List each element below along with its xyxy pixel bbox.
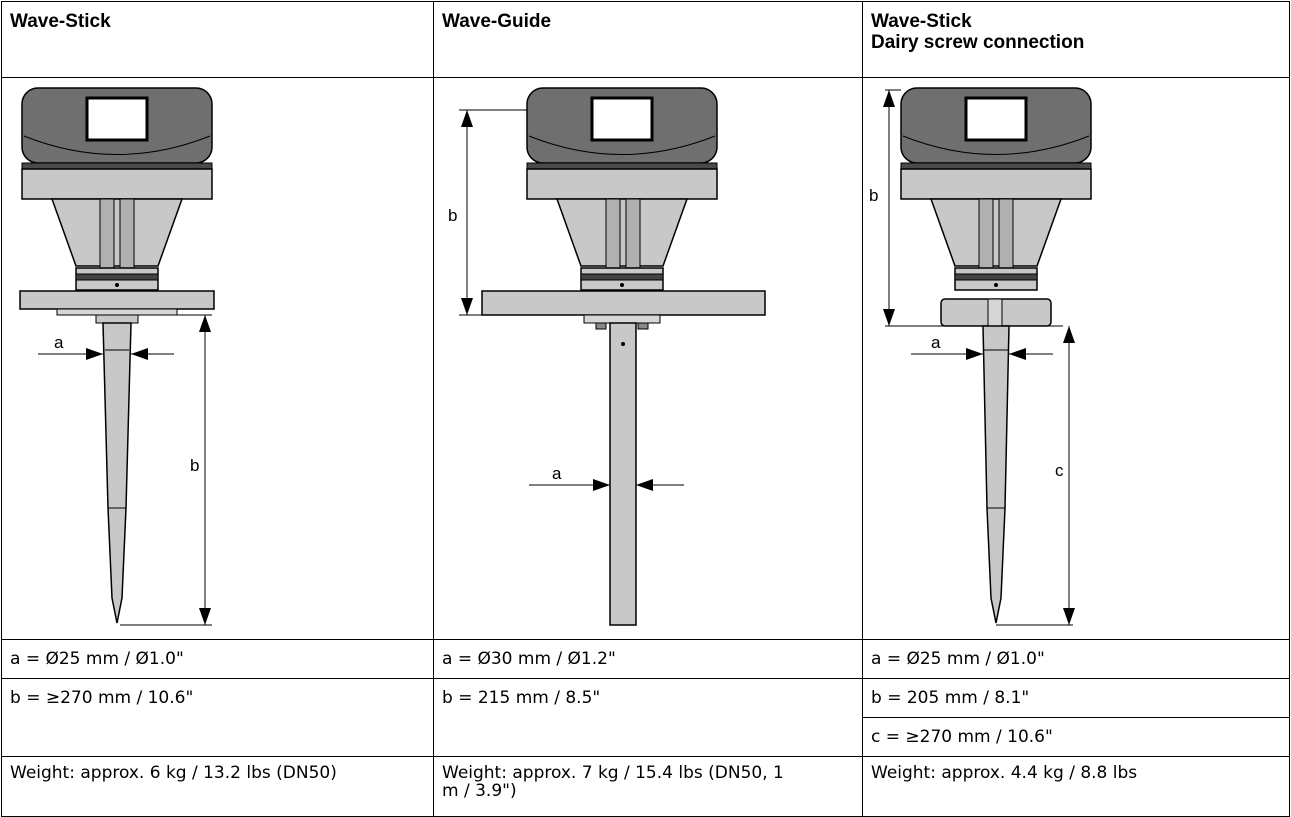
wave-stick-dairy-drawing: a b c xyxy=(869,87,1092,626)
housing-band xyxy=(526,162,718,170)
cell-a-wave-stick-dairy: a = Ø25 mm / Ø1.0" xyxy=(862,639,1290,679)
housing-band xyxy=(21,162,213,170)
dim-b-label: b xyxy=(448,206,457,225)
header-title: Wave-Stick xyxy=(871,11,972,32)
drawing-wave-guide: a b xyxy=(433,77,863,640)
neck-left xyxy=(978,198,994,270)
nut-band xyxy=(580,273,664,281)
dim-b-arrow-top xyxy=(199,315,211,332)
dim-b-label: b xyxy=(869,186,878,205)
cell-b-wave-stick: b = ≥270 mm / 10.6" xyxy=(1,678,434,757)
housing-curve xyxy=(528,135,716,155)
flange xyxy=(481,290,766,316)
bolt-left xyxy=(595,322,607,330)
drawing-row: a b xyxy=(1,77,1290,640)
dim-a-arrow-right xyxy=(131,348,148,360)
guide-tube xyxy=(609,322,637,626)
row-a: a = Ø25 mm / Ø1.0" a = Ø30 mm / Ø1.2" a … xyxy=(1,639,1290,679)
header-row: Wave-Stick Wave-Guide Wave-Stick Dairy s… xyxy=(1,1,1290,78)
dim-c-arrow-bottom xyxy=(1063,608,1075,625)
neck-right xyxy=(119,198,135,270)
dim-a-arrow-left xyxy=(966,348,983,360)
housing-bottom xyxy=(900,168,1092,200)
housing-curve xyxy=(23,135,211,155)
header-wave-guide: Wave-Guide xyxy=(433,1,863,78)
stick-collar xyxy=(95,314,139,324)
display-window xyxy=(590,96,654,142)
dim-a-arrow-left xyxy=(86,348,103,360)
flange xyxy=(19,290,215,310)
dim-b-arrow-bottom xyxy=(883,309,895,326)
dim-b-arrow-top xyxy=(883,90,895,107)
nut-band xyxy=(954,273,1038,281)
flange-lip xyxy=(583,314,661,324)
wave-guide-drawing: a b xyxy=(448,87,766,626)
row-weight: Weight: approx. 6 kg / 13.2 lbs (DN50) W… xyxy=(1,756,1290,817)
neck-left xyxy=(605,198,621,270)
bolt-right xyxy=(637,322,649,330)
nut-dot xyxy=(115,283,119,287)
dim-b-arrow-top xyxy=(461,110,473,127)
tube-dot xyxy=(621,342,625,346)
housing-bottom xyxy=(526,168,718,200)
dim-a-label: a xyxy=(552,464,562,483)
dim-a-label: a xyxy=(931,333,941,352)
probe xyxy=(102,322,132,624)
cell-b-wave-stick-dairy: b = 205 mm / 8.1" xyxy=(862,678,1290,718)
dim-a-label: a xyxy=(54,333,64,352)
row-b: b = ≥270 mm / 10.6" b = 215 mm / 8.5" b … xyxy=(1,678,1290,757)
dim-b-label: b xyxy=(190,456,199,475)
dim-a-arrow-left xyxy=(593,479,610,491)
neck-right xyxy=(625,198,641,270)
cone xyxy=(555,198,689,267)
dim-c-label: c xyxy=(1055,461,1064,480)
neck-left xyxy=(99,198,115,270)
cell-a-wave-stick: a = Ø25 mm / Ø1.0" xyxy=(1,639,434,679)
dim-a-arrow-right xyxy=(1009,348,1026,360)
cone xyxy=(50,198,184,267)
cell-b-wave-guide: b = 215 mm / 8.5" xyxy=(433,678,863,757)
drawing-wave-stick-dairy: a b c xyxy=(862,77,1290,640)
probe xyxy=(982,325,1010,624)
dim-b-arrow-bottom xyxy=(461,298,473,315)
header-wave-stick-dairy: Wave-Stick Dairy screw connection xyxy=(862,1,1290,78)
dim-b-arrow-bottom xyxy=(199,608,211,625)
nut-dot xyxy=(620,283,624,287)
nut-dot xyxy=(994,283,998,287)
housing-curve xyxy=(902,135,1090,155)
header-wave-stick: Wave-Stick xyxy=(1,1,434,78)
cell-weight-wave-guide: Weight: approx. 7 kg / 15.4 lbs (DN50, 1… xyxy=(433,756,863,817)
display-window xyxy=(964,96,1028,142)
dim-c-arrow-top xyxy=(1063,326,1075,343)
cell-c-wave-stick-dairy: c = ≥270 mm / 10.6" xyxy=(862,717,1290,757)
display-window xyxy=(85,96,149,142)
header-subtitle: Dairy screw connection xyxy=(871,32,1085,53)
cell-weight-wave-stick-dairy: Weight: approx. 4.4 kg / 8.8 lbs xyxy=(862,756,1290,817)
cell-weight-wave-stick: Weight: approx. 6 kg / 13.2 lbs (DN50) xyxy=(1,756,434,817)
neck-right xyxy=(998,198,1014,270)
dim-a-arrow-right xyxy=(636,479,653,491)
housing-bottom xyxy=(21,168,213,200)
drawing-wave-stick: a b xyxy=(1,77,434,640)
flange-lip xyxy=(56,308,178,316)
dairy-nut-slot xyxy=(987,298,1003,327)
housing-band xyxy=(900,162,1092,170)
nut-band xyxy=(75,273,159,281)
cone xyxy=(929,198,1063,267)
wave-stick-drawing: a b xyxy=(19,87,215,626)
cell-a-wave-guide: a = Ø30 mm / Ø1.2" xyxy=(433,639,863,679)
